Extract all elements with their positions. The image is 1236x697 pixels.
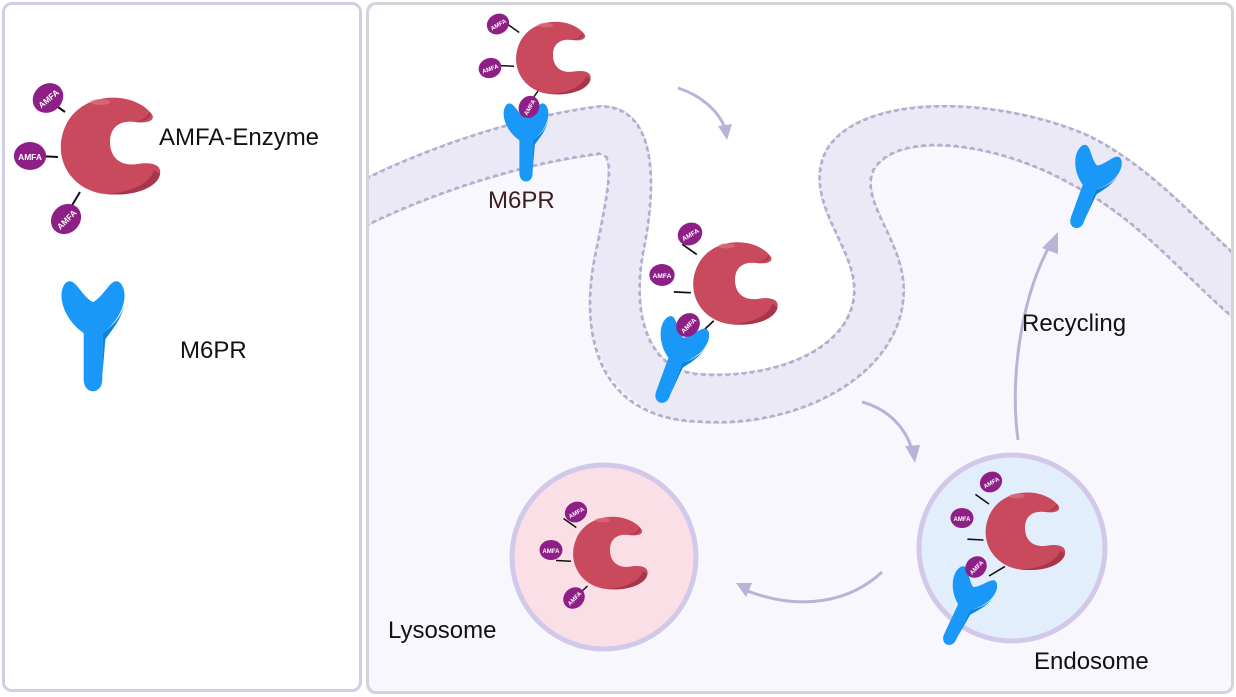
amfa-tag: AMFA — [32, 83, 64, 113]
amfa-tag: AMFA — [564, 501, 588, 523]
receptor-icon — [61, 281, 125, 392]
recycling-arrow — [1013, 244, 1052, 441]
svg-text:AMFA: AMFA — [18, 152, 42, 162]
svg-text:AMFA: AMFA — [482, 64, 501, 76]
amfa-tag: AMFA — [13, 142, 47, 170]
arrows — [677, 86, 1052, 604]
surface-receptor-label: M6PR — [488, 187, 555, 214]
internalization-arrow — [677, 86, 727, 129]
enzyme-endosome — [967, 492, 1066, 577]
lysosome-arrow — [744, 570, 884, 604]
amfa-tag: AMFA — [965, 556, 987, 578]
amfa-tag: AMFA — [676, 313, 700, 337]
amfa-tag: AMFA — [979, 471, 1003, 493]
amfa-tag: AMFA — [563, 587, 585, 609]
amfa-tag: AMFA — [649, 264, 675, 286]
endosome-arrow — [861, 400, 914, 451]
cell-membrane — [369, 100, 1231, 425]
amfa-tag: AMFA — [478, 57, 502, 79]
svg-text:AMFA: AMFA — [653, 273, 672, 280]
legend-panel — [2, 2, 362, 692]
enzyme-icon — [37, 97, 161, 213]
legend-receptor-label: M6PR — [180, 337, 247, 364]
endosome-label: Endosome — [1034, 648, 1149, 675]
recycling-label: Recycling — [1022, 310, 1127, 337]
amfa-tag: AMFA — [518, 95, 540, 119]
amfa-tag: AMFA — [539, 540, 563, 560]
amfa-tag: AMFA — [677, 222, 703, 246]
amfa-tag: AMFA — [50, 203, 82, 235]
svg-text:AMFA: AMFA — [543, 549, 561, 555]
legend-enzyme-label: AMFA-Enzyme — [159, 124, 320, 151]
lysosome-label: Lysosome — [388, 617, 497, 644]
amfa-tag: AMFA — [486, 13, 510, 35]
amfa-tag: AMFA — [950, 508, 974, 528]
amfa-tags: AMFA AMFA AMFA AMFA AMFA AMFA AMFA AMFA AMFA AMFA… — [13, 13, 1003, 609]
svg-text:AMFA: AMFA — [954, 517, 972, 523]
